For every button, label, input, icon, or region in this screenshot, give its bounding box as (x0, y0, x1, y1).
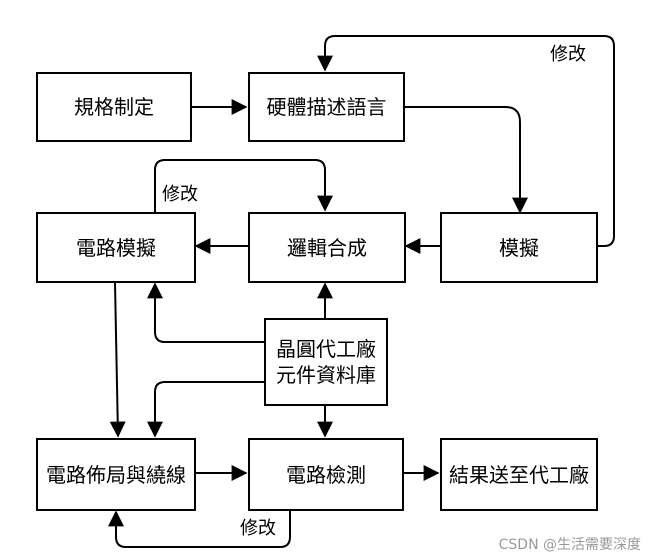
edge-hdl-to-simulation (405, 106, 528, 214)
node-spec: 規格制定 (36, 72, 192, 142)
node-layout-label: 電路佈局與繞線 (46, 462, 186, 487)
node-circuit-sim-label: 電路模擬 (76, 235, 156, 260)
node-circuit-sim: 電路模擬 (36, 212, 196, 283)
node-library: 晶圓代工廠 元件資料庫 (264, 318, 388, 406)
node-spec-label: 規格制定 (74, 95, 154, 119)
node-verify-label: 電路檢測 (286, 462, 366, 487)
edge-circuit-sim-to-synthesis-modify (154, 159, 333, 212)
node-synthesis-label: 邏輯合成 (287, 235, 367, 260)
edge-library-to-circuit-sim (147, 282, 264, 343)
edge-label-modify-mid: 修改 (160, 180, 200, 206)
node-verify: 電路檢測 (248, 438, 404, 511)
watermark: CSDN @生活需要深度 (498, 537, 641, 553)
edge-circuit-sim-to-layout (109, 282, 126, 438)
node-library-label-line1: 晶圓代工廠 (276, 337, 376, 361)
node-library-label-line2: 元件資料庫 (276, 363, 376, 387)
node-simulation: 模擬 (440, 212, 598, 283)
edge-label-modify-bottom: 修改 (238, 514, 278, 540)
node-hdl-label: 硬體描述語言 (266, 95, 387, 119)
edge-simulation-to-hdl-modify (317, 35, 615, 247)
edge-verify-to-layout-modify (108, 510, 291, 548)
node-tapeout: 結果送至代工廠 (440, 438, 598, 511)
node-hdl: 硬體描述語言 (248, 72, 405, 142)
node-tapeout-label: 結果送至代工廠 (449, 462, 589, 487)
edge-label-modify-top: 修改 (548, 40, 588, 66)
node-layout: 電路佈局與繞線 (36, 438, 196, 511)
node-simulation-label: 模擬 (499, 235, 539, 260)
node-synthesis: 邏輯合成 (248, 212, 406, 283)
edge-library-to-layout (147, 381, 264, 438)
